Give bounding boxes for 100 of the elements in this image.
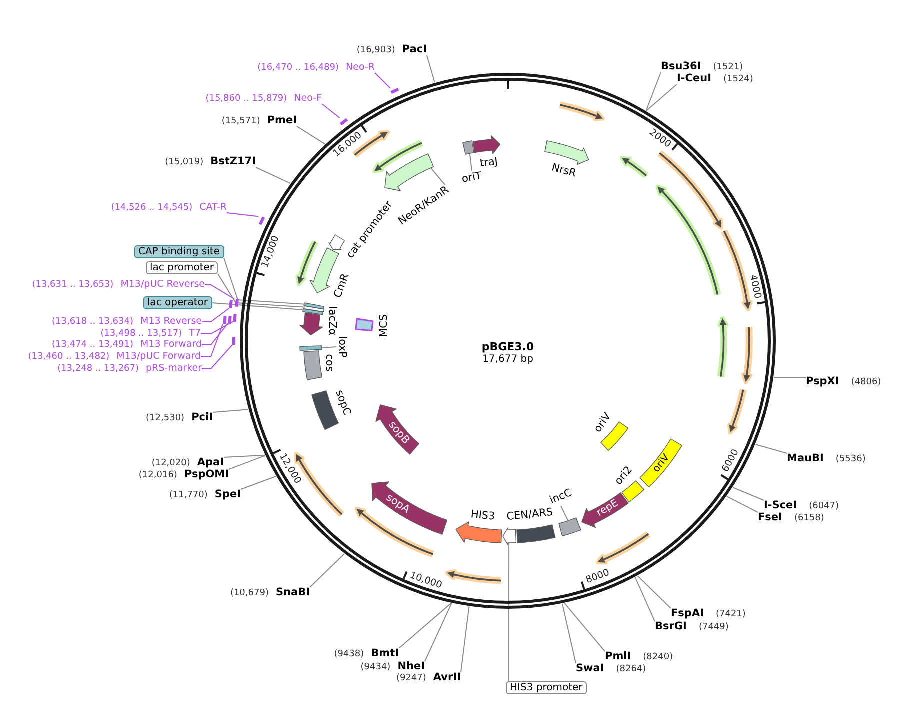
primer-range: (13,474 .. 13,491) xyxy=(52,341,134,350)
site-position: (12,020) xyxy=(152,460,190,468)
feature-box xyxy=(558,516,582,538)
feature-box xyxy=(355,318,374,332)
primer-mark xyxy=(258,216,265,226)
primer-name: M13/pUC Forward xyxy=(116,352,201,362)
site-position: (9247) xyxy=(396,674,426,684)
leader-line xyxy=(634,576,656,622)
leader-line xyxy=(646,84,678,112)
primer-name: pRS-marker xyxy=(146,364,202,374)
leader-line xyxy=(212,409,249,413)
enzyme-name: I-CeuI xyxy=(677,74,712,84)
primer-mark xyxy=(222,316,227,324)
feature-block xyxy=(328,234,346,251)
plasmid-size: 17,677 bp xyxy=(482,355,534,365)
enzyme-name: Bsu36I xyxy=(661,62,702,72)
feature-box xyxy=(299,345,324,352)
enzyme-name: PmeI xyxy=(267,116,297,126)
leader-line xyxy=(322,346,338,348)
leader-line xyxy=(726,496,758,513)
feature-label: oriT xyxy=(461,171,483,185)
leader-line xyxy=(469,153,472,172)
primer-name: M13 Forward xyxy=(140,340,202,350)
enzyme-name: PspXI xyxy=(806,376,840,387)
feature-label: incC xyxy=(548,488,574,506)
leader-line xyxy=(202,323,228,346)
site-position: (9438) xyxy=(334,650,364,660)
feature-box xyxy=(302,350,323,381)
leader-line xyxy=(212,302,304,311)
site-position: (9434) xyxy=(360,664,391,672)
site-position: (10,679) xyxy=(230,590,269,598)
feature-box xyxy=(303,302,326,310)
leader-line xyxy=(296,126,326,145)
site-position: (6047) xyxy=(809,502,840,512)
primer-mark xyxy=(229,300,234,308)
leader-line xyxy=(202,308,230,322)
feature-label: repE xyxy=(596,499,621,520)
primer-mark xyxy=(340,118,348,126)
feature-block xyxy=(299,312,324,336)
feature-label: HIS3 xyxy=(470,510,496,522)
feature-tag: lac promoter xyxy=(146,261,218,274)
leader-line xyxy=(226,212,260,218)
leader-line xyxy=(218,274,304,308)
enzyme-name: SnaBI xyxy=(276,588,310,598)
feature-label: CEN/ARS xyxy=(506,507,554,523)
tick-label: 8000 xyxy=(585,568,612,586)
enzyme-name: ApaI xyxy=(197,458,224,468)
site-position: (8264) xyxy=(616,666,646,674)
primer-mark xyxy=(234,299,239,308)
enzyme-name: PmlI xyxy=(605,652,632,662)
site-position: (11,770) xyxy=(169,492,208,500)
site-position: (7449) xyxy=(698,624,729,632)
orf-marker xyxy=(715,314,730,380)
site-position: (1524) xyxy=(723,76,754,84)
enzyme-name: PacI xyxy=(402,44,427,55)
feature-label: lacZα xyxy=(326,306,338,336)
feature-tag: HIS3 promoter xyxy=(506,682,587,694)
feature-box xyxy=(516,524,556,544)
primer-name: M13/pUC Reverse xyxy=(120,280,205,290)
site-position: (15,571) xyxy=(222,118,260,126)
site-position: (7421) xyxy=(716,610,746,620)
site-position: (8240) xyxy=(643,654,674,662)
leader-line xyxy=(560,506,569,522)
primer-range: (14,526 .. 14,545) xyxy=(111,204,193,213)
feature-block xyxy=(502,527,517,546)
leader-line xyxy=(224,454,266,458)
plasmid-name: pBGE3.0 xyxy=(482,342,534,352)
leader-line xyxy=(256,167,291,184)
feature-label: sopC xyxy=(334,389,352,417)
feature-block xyxy=(581,492,630,529)
leader-line xyxy=(732,487,764,501)
feature-label: loxP xyxy=(336,336,348,358)
site-position: (4806) xyxy=(851,378,882,388)
leader-line xyxy=(755,444,788,454)
leader-line xyxy=(460,606,470,673)
enzyme-name: BmtI xyxy=(371,648,399,659)
feature-label: NrsR xyxy=(550,162,578,180)
leader-line xyxy=(430,168,446,186)
feature-box xyxy=(462,140,476,156)
leader-line xyxy=(562,603,576,664)
site-position: (6158) xyxy=(794,514,824,524)
primer-name: Neo-F xyxy=(294,94,322,104)
leader-line xyxy=(228,455,266,470)
feature-label: CmR xyxy=(332,272,352,300)
enzyme-name: BsrGI xyxy=(655,622,687,632)
feature-block xyxy=(454,521,502,544)
enzyme-name: FspAI xyxy=(671,608,704,619)
enzyme-name: FseI xyxy=(758,512,782,523)
leader-line xyxy=(204,284,236,300)
leader-line xyxy=(240,476,277,490)
primer-range: (13,631 .. 13,653) xyxy=(32,281,114,290)
leader-line xyxy=(322,104,340,118)
feature-block xyxy=(472,134,502,155)
leader-line xyxy=(398,602,452,649)
enzyme-name: BstZ17I xyxy=(210,156,256,167)
feature-label: MCS xyxy=(378,314,390,338)
primer-name: T7 xyxy=(189,329,201,338)
primer-mark xyxy=(228,316,232,324)
primer-mark xyxy=(233,313,237,322)
site-position: (12,530) xyxy=(146,414,185,424)
